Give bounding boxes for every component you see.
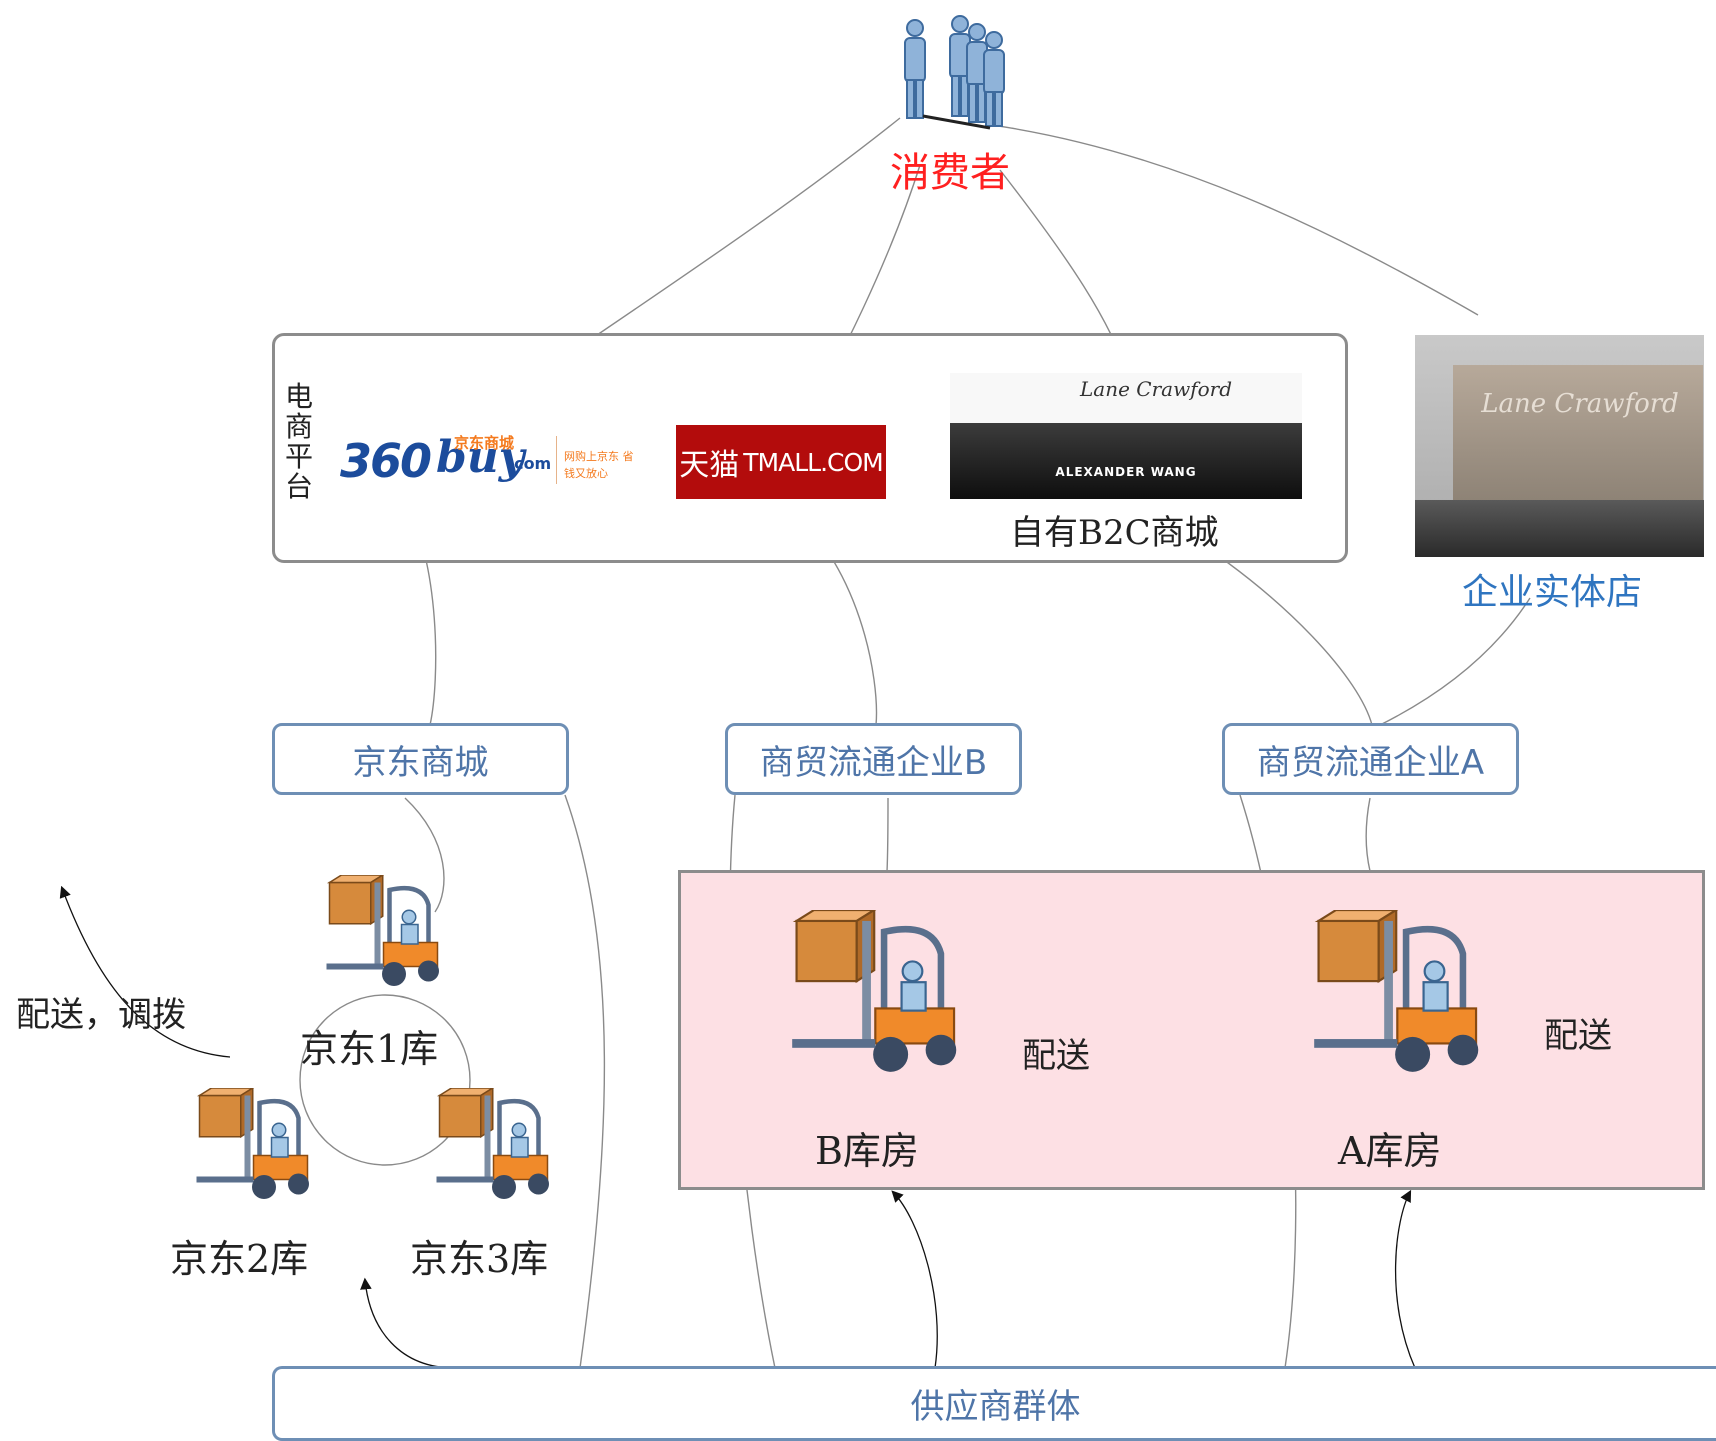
store-sign: Lane Crawford	[1481, 389, 1679, 419]
store-facade	[1453, 365, 1703, 500]
forklift-icon	[792, 910, 957, 1072]
jd-warehouse-2-label: 京东2库	[170, 1237, 309, 1281]
tmall-logo-en: TMALL.COM	[743, 447, 883, 477]
jd-warehouse-3-label: 京东3库	[410, 1237, 549, 1281]
b2c-mall-label: 自有B2C商城	[1010, 513, 1219, 553]
warehouse-b-label: B库房	[815, 1129, 919, 1173]
jd-logo-buy: buy	[436, 432, 525, 483]
b-delivery-label: 配送	[1022, 1036, 1090, 1076]
warehouse-a-label: A库房	[1338, 1129, 1442, 1173]
jd-logo-number: 360	[340, 434, 432, 488]
platform-title: 电商平台	[284, 380, 313, 503]
forklift-icon	[1314, 910, 1479, 1072]
jd-logo-dotcom: .com	[508, 454, 552, 473]
trade-company-a-node: 商贸流通企业A	[1222, 723, 1519, 795]
a-delivery-label: 配送	[1544, 1016, 1612, 1056]
consumer-label: 消费者	[890, 150, 1010, 196]
forklift-icon	[326, 875, 439, 986]
b2c-banner	[950, 423, 1302, 499]
jd-logo-divider	[556, 436, 557, 484]
jd-mall-node: 京东商城	[272, 723, 569, 795]
forklift-icon	[436, 1088, 549, 1199]
trade-company-b-node: 商贸流通企业B	[725, 723, 1022, 795]
consumer-group-icon	[904, 15, 1005, 130]
physical-store-label: 企业实体店	[1462, 572, 1643, 613]
supplier-group-node: 供应商群体	[272, 1366, 1716, 1441]
jd-360buy-logo: 360 buy 京东商城 .com 网购上京东 省钱又放心	[340, 430, 640, 500]
b2c-website-screenshot: Lane Crawford ALEXANDER WANG	[950, 373, 1302, 499]
tmall-logo-cn: 天猫	[679, 448, 740, 483]
b2c-banner-text: ALEXANDER WANG	[1055, 465, 1197, 479]
store-entrance	[1415, 500, 1704, 557]
forklift-icon	[196, 1088, 309, 1199]
jd-logo-slogan: 网购上京东 省钱又放心	[564, 450, 634, 480]
physical-store-photo: Lane Crawford	[1415, 335, 1704, 557]
jd-logo-name: 京东商城	[454, 434, 515, 452]
jd-dispatch-label: 配送，调拨	[16, 995, 186, 1035]
tmall-logo: 天猫 TMALL.COM	[676, 425, 886, 499]
b2c-brand-logo: Lane Crawford	[1080, 377, 1232, 401]
jd-warehouse-1-label: 京东1库	[300, 1027, 439, 1071]
